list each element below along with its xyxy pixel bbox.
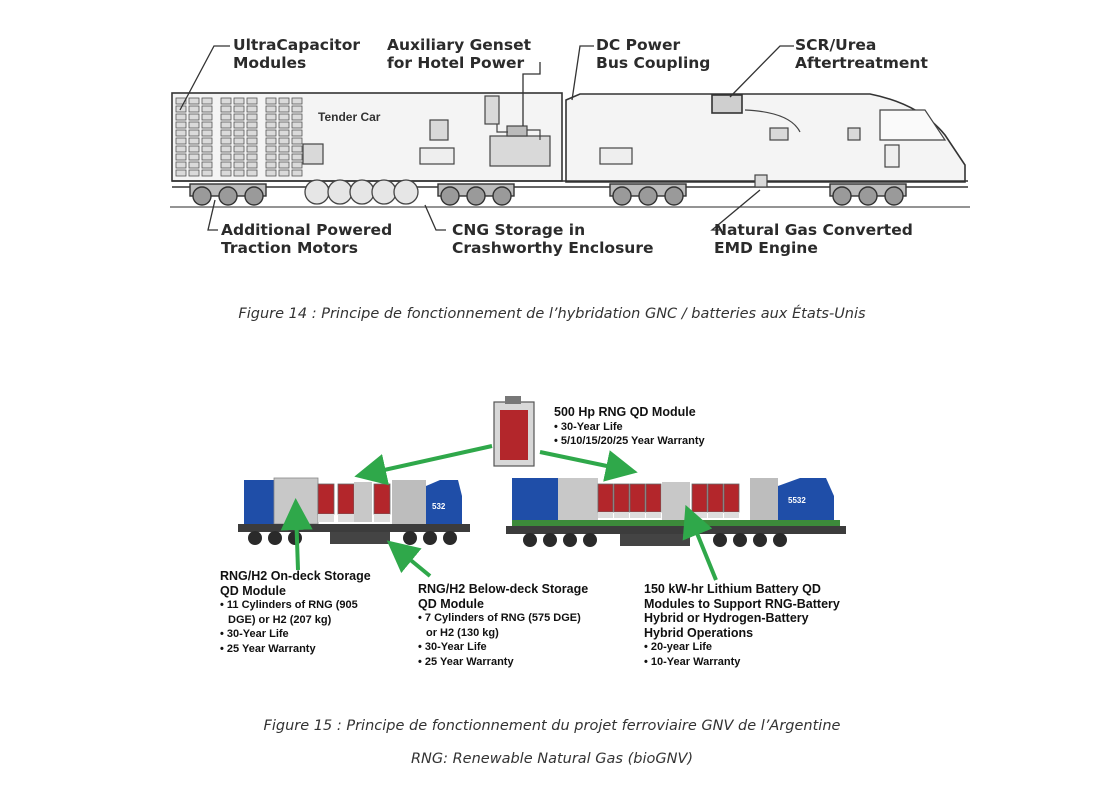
figure-14-locomotive-diagram	[170, 45, 970, 231]
qd-engine-module	[493, 396, 535, 467]
ondeck-storage-text: RNG/H2 On-deck Storage QD Module • 11 Cy…	[220, 569, 371, 655]
arrow-to-small-loco	[354, 444, 493, 486]
figure-15-rng-locomotive-diagram	[238, 396, 846, 581]
cng-tanks	[304, 179, 419, 205]
arrow-belowdeck	[386, 540, 432, 578]
battery-module-text: 150 kW-hr Lithium Battery QD Modules to …	[644, 582, 840, 668]
figure-15-note: RNG: Renewable Natural Gas (bioGNV)	[410, 751, 694, 767]
large-loco-number: 5532	[788, 496, 806, 505]
wheel-trucks	[189, 183, 907, 206]
figure-14-caption: Figure 14 : Principe de fonctionnement d…	[238, 306, 866, 322]
qd-module-text: 500 Hp RNG QD Module • 30-Year Life • 5/…	[554, 405, 705, 447]
figure-15-caption: Figure 15 : Principe de fonctionnement d…	[263, 718, 841, 734]
tender-car-label: Tender Car	[318, 110, 381, 124]
belowdeck-storage-text: RNG/H2 Below-deck Storage QD Module • 7 …	[418, 582, 589, 668]
small-locomotive	[238, 477, 470, 544]
arrow-ondeck	[280, 498, 313, 571]
arrow-battery	[682, 504, 718, 581]
small-loco-number: 532	[432, 502, 446, 511]
large-locomotive	[506, 478, 846, 546]
arrow-to-large-loco	[539, 450, 638, 482]
